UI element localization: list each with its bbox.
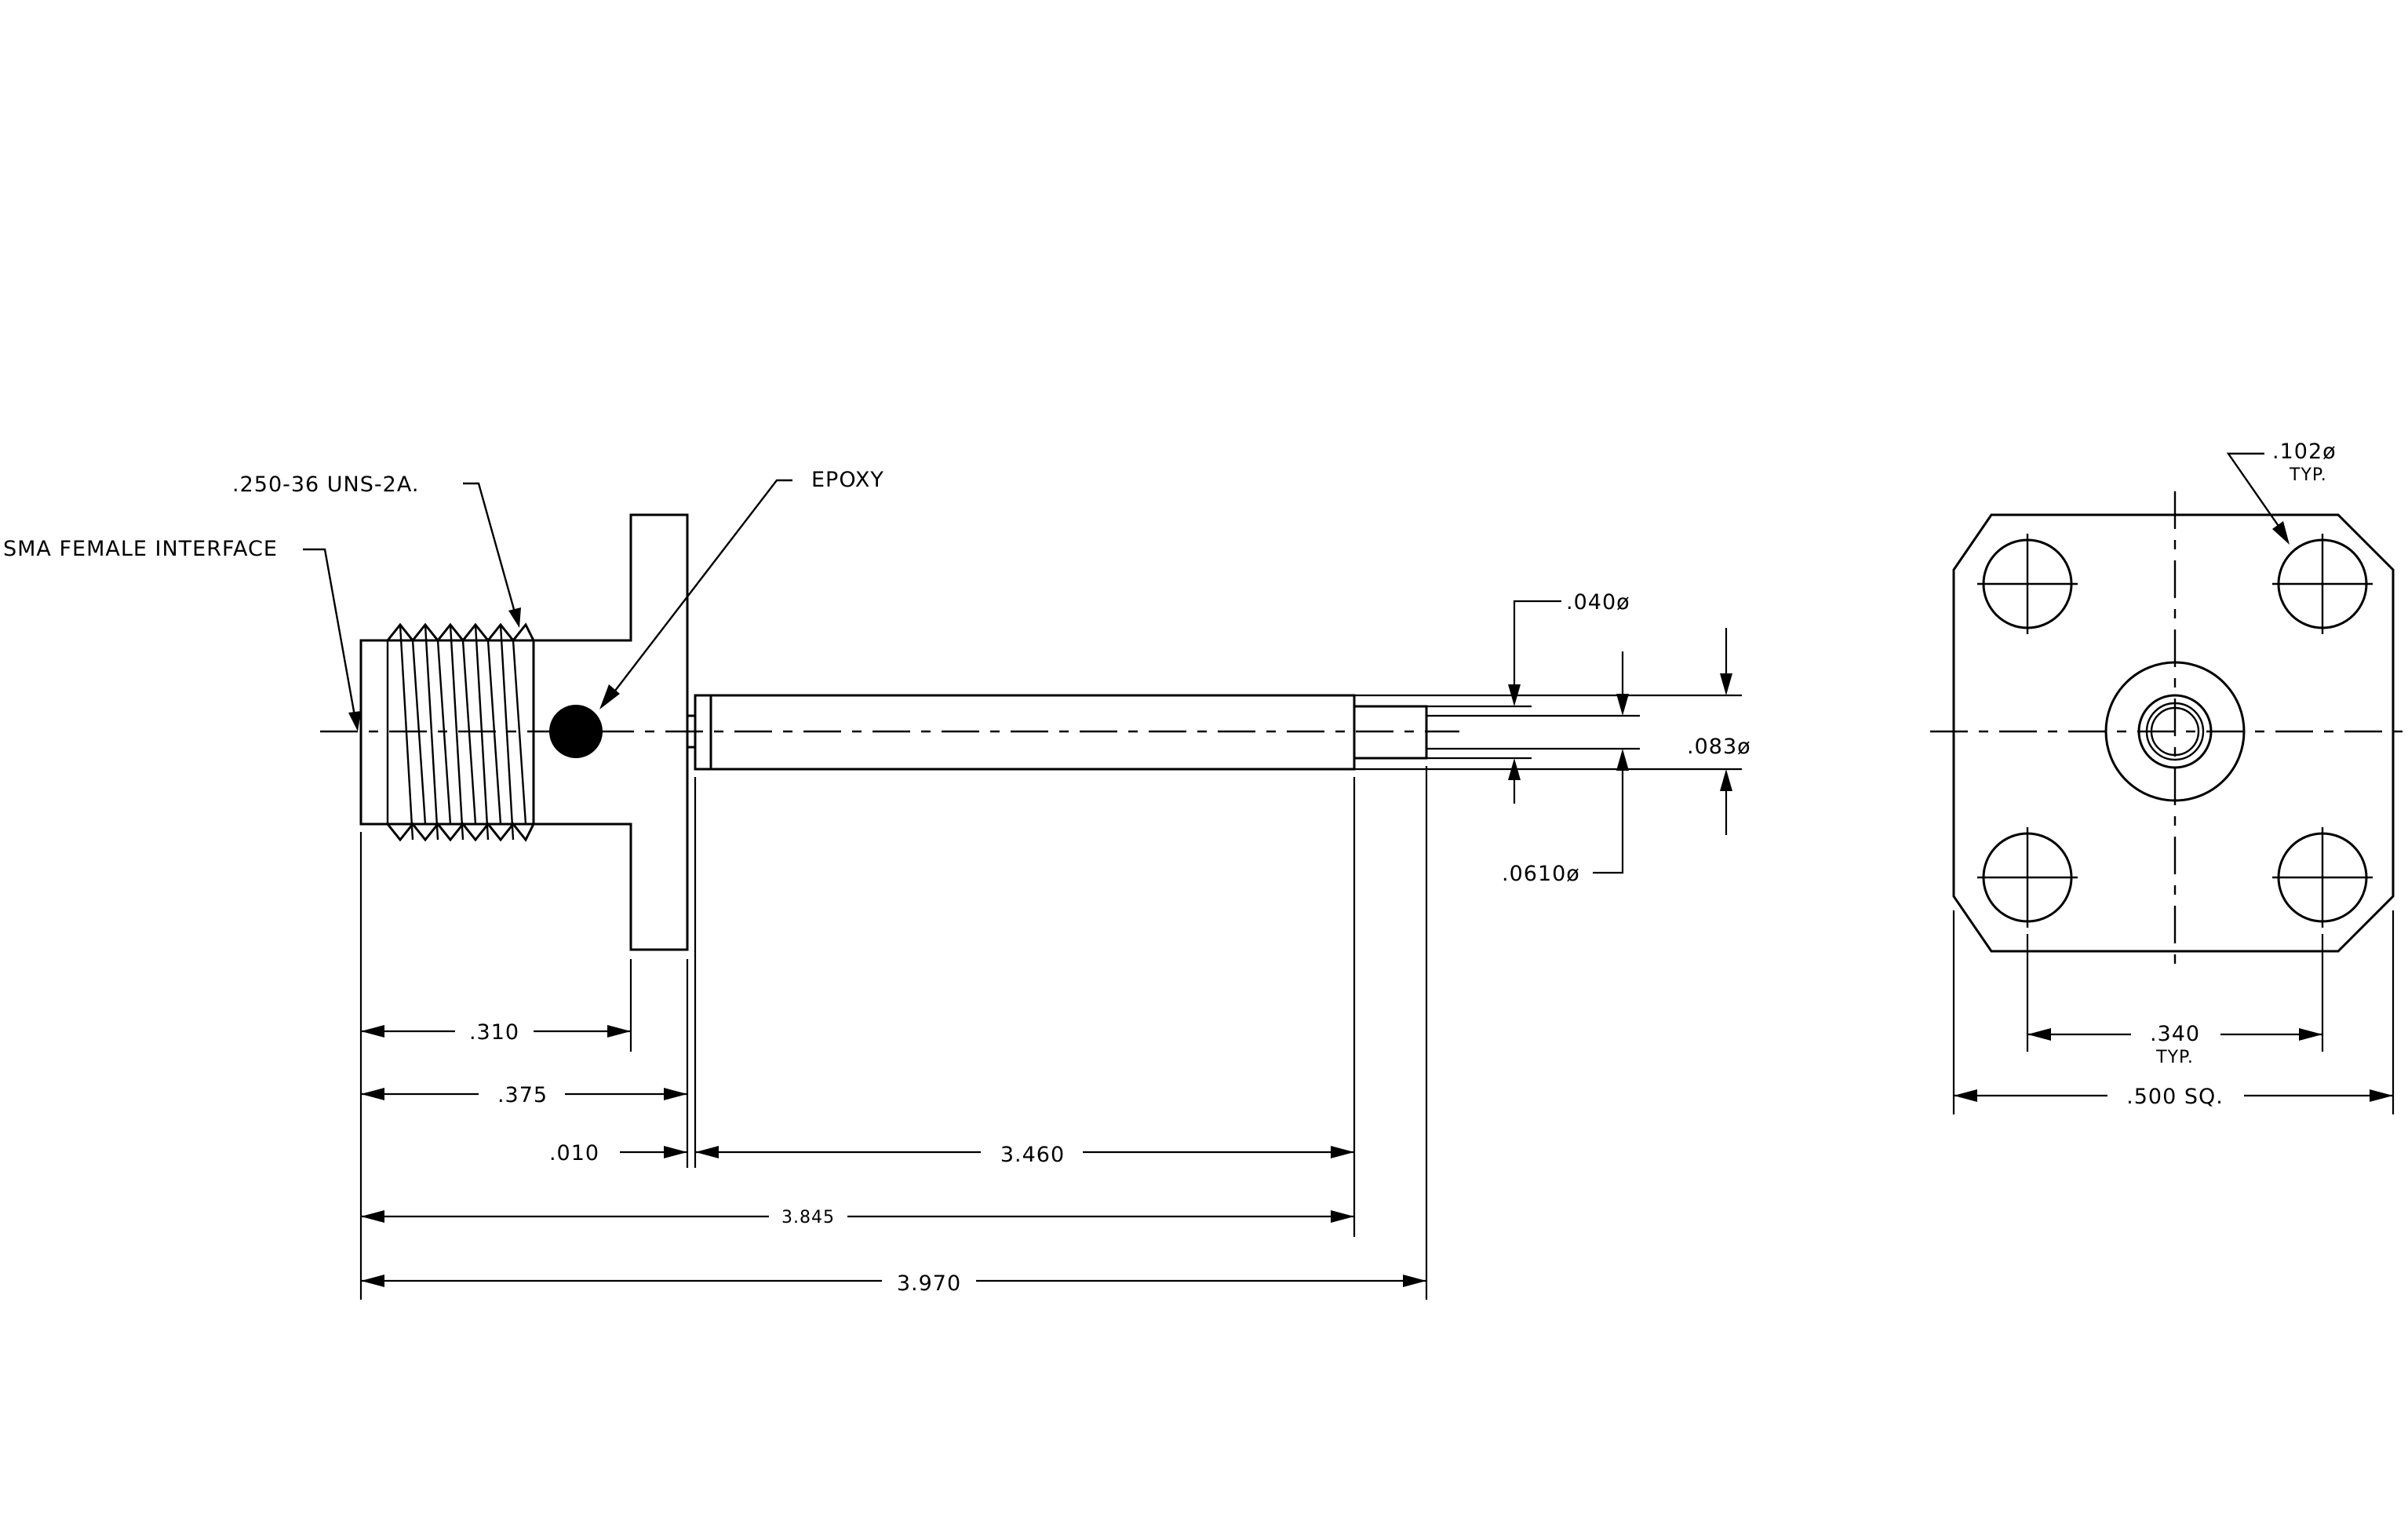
dim-500sq: .500 SQ. <box>1954 1085 2393 1109</box>
arrow-040-top <box>1508 684 1521 706</box>
leader-040 <box>1513 600 1561 691</box>
epoxy-dot <box>549 705 603 758</box>
dim-500sq-label: .500 SQ. <box>2126 1085 2224 1109</box>
dim-010: .010 <box>549 1141 719 1165</box>
dim-310: .310 <box>361 1020 631 1045</box>
center-interface <box>2104 661 2246 802</box>
front-view: .102ø TYP. .340 TYP. .500 SQ. <box>1930 440 2408 1114</box>
dim-310-label: .310 <box>469 1020 519 1045</box>
callout-0610: .0610ø <box>1502 862 1580 886</box>
dim-3970: 3.970 <box>361 1271 1426 1296</box>
callout-epoxy: EPOXY <box>811 468 884 492</box>
arrow-sma-interface <box>348 711 361 731</box>
mounting-hole-tl <box>1977 534 2078 634</box>
leader-epoxy <box>614 479 792 691</box>
dim-340-label: .340 <box>2150 1022 2200 1046</box>
thread-crest-top <box>386 622 535 643</box>
mounting-hole-tr <box>2272 534 2373 634</box>
mounting-hole-br <box>2272 827 2373 928</box>
callout-sma-interface: SMA FEMALE INTERFACE <box>3 537 278 561</box>
leader-thread-spec <box>463 482 516 613</box>
arrow-102 <box>2272 521 2290 545</box>
leader-0610 <box>1593 764 1624 874</box>
arrow-083-bottom <box>1720 769 1732 791</box>
callout-040: .040ø <box>1566 590 1630 615</box>
callout-102: .102ø <box>2272 440 2337 464</box>
pin-extension-lines <box>1354 694 1742 771</box>
dim-3460-label: 3.460 <box>1000 1143 1065 1167</box>
dim-340-typ: TYP. <box>2155 1048 2194 1067</box>
mounting-hole-bl <box>1977 827 2078 928</box>
dim-340: .340 TYP. <box>2027 1022 2322 1067</box>
dim-3460: 3.460 <box>695 1143 1354 1167</box>
arrow-0610-top <box>1616 694 1629 716</box>
arrow-040-bottom <box>1508 758 1521 780</box>
front-extension-lines <box>1952 910 2395 1114</box>
pin-tip <box>1353 705 1428 760</box>
arrow-0610-bottom <box>1616 749 1629 771</box>
leader-102 <box>2226 452 2282 531</box>
interface-body <box>359 639 535 826</box>
leader-sma-interface <box>303 548 356 717</box>
arrow-083-top <box>1720 673 1732 695</box>
dim-375: .375 <box>361 1083 687 1107</box>
arrow-epoxy <box>599 684 620 709</box>
dim-3845-label: 3.845 <box>781 1208 835 1227</box>
dim-extension-lines <box>359 766 1428 1300</box>
side-view: .310 .375 .010 3.460 <box>3 468 1751 1300</box>
arrow-thread-spec <box>508 607 521 628</box>
callout-083: .083ø <box>1687 735 1751 759</box>
dim-010-label: .010 <box>549 1141 599 1165</box>
dim-375-label: .375 <box>497 1083 548 1107</box>
thread-lines <box>399 624 527 841</box>
callout-thread-spec: .250-36 UNS-2A. <box>232 472 419 497</box>
dim-3845: 3.845 <box>361 1208 1354 1227</box>
dim-3970-label: 3.970 <box>897 1271 961 1296</box>
callout-102-typ: TYP. <box>2289 465 2327 485</box>
flange-square <box>1952 513 2395 953</box>
